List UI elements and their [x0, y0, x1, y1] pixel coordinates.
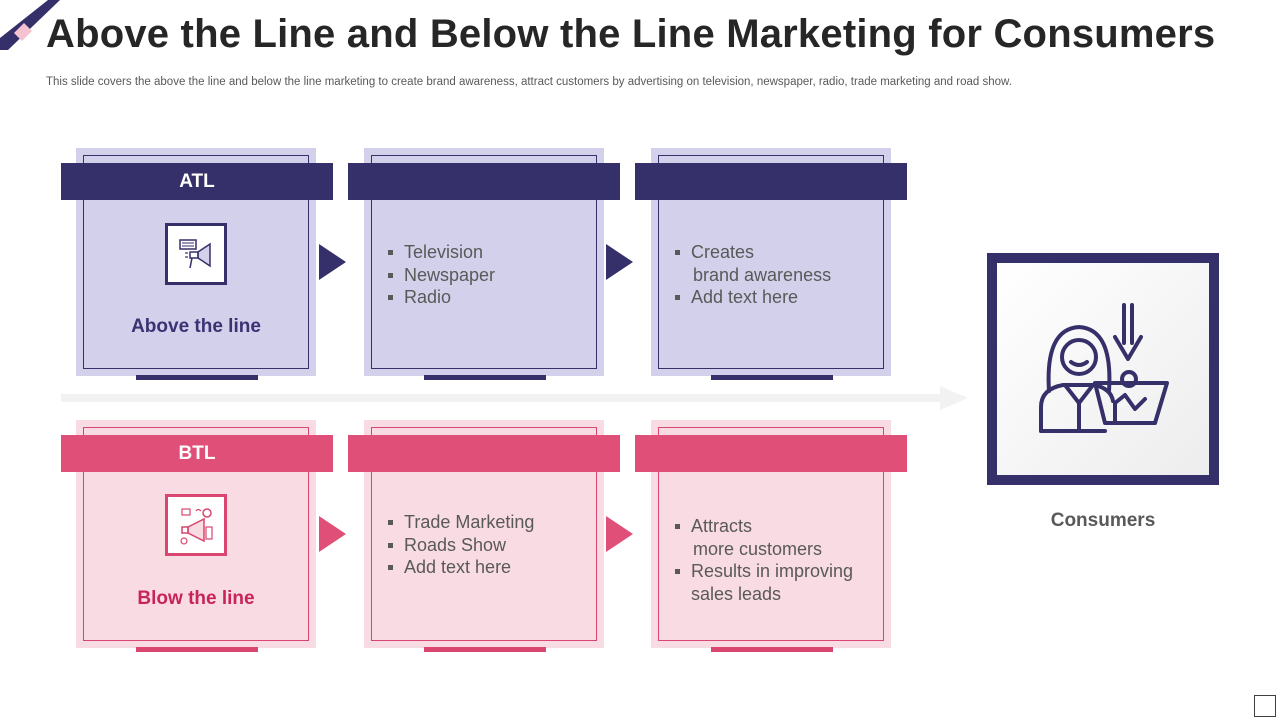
flow-arrow-icon [940, 386, 968, 410]
consumer-shopping-icon [1039, 303, 1169, 433]
social-megaphone-icon [165, 494, 227, 556]
consumers-label: Consumers [1050, 510, 1156, 531]
arrow-right-icon [606, 516, 633, 552]
list-item: Attracts [673, 515, 853, 538]
atl-outcomes-band [635, 163, 907, 200]
arrow-right-icon [319, 244, 346, 280]
page-subtitle: This slide covers the above the line and… [46, 76, 1012, 88]
atl-label: Above the line [131, 316, 261, 337]
btl-label: Blow the line [137, 588, 255, 609]
list-item: Newspaper [386, 264, 495, 287]
list-item: Radio [386, 286, 495, 309]
slide-number-box [1254, 695, 1276, 717]
atl-channel-list: Television Newspaper Radio [386, 241, 495, 309]
list-item-continuation: more customers [693, 538, 823, 559]
list-item: Results in improving [673, 560, 853, 583]
atl-band: ATL [61, 163, 333, 200]
megaphone-icon [165, 223, 227, 285]
list-item: Creates [673, 241, 831, 264]
btl-outcomes-band [635, 435, 907, 472]
arrow-right-icon [606, 244, 633, 280]
list-item: Trade Marketing [386, 511, 534, 534]
list-item-continuation: sales leads [691, 583, 782, 604]
btl-channels-band [348, 435, 620, 472]
btl-outcome-list: Attracts more customers Results in impro… [673, 515, 853, 605]
atl-outcome-list: Creates brand awareness Add text here [673, 241, 831, 309]
flow-line [61, 394, 941, 402]
corner-decoration [0, 0, 60, 50]
list-item-continuation: brand awareness [693, 264, 832, 285]
list-item: Add text here [386, 556, 534, 579]
list-item: Add text here [673, 286, 831, 309]
btl-band: BTL [61, 435, 333, 472]
list-item: Roads Show [386, 534, 534, 557]
consumers-box [987, 253, 1219, 485]
list-item: Television [386, 241, 495, 264]
arrow-right-icon [319, 516, 346, 552]
atl-channels-band [348, 163, 620, 200]
page-title: Above the Line and Below the Line Market… [46, 12, 1216, 56]
btl-channel-list: Trade Marketing Roads Show Add text here [386, 511, 534, 579]
